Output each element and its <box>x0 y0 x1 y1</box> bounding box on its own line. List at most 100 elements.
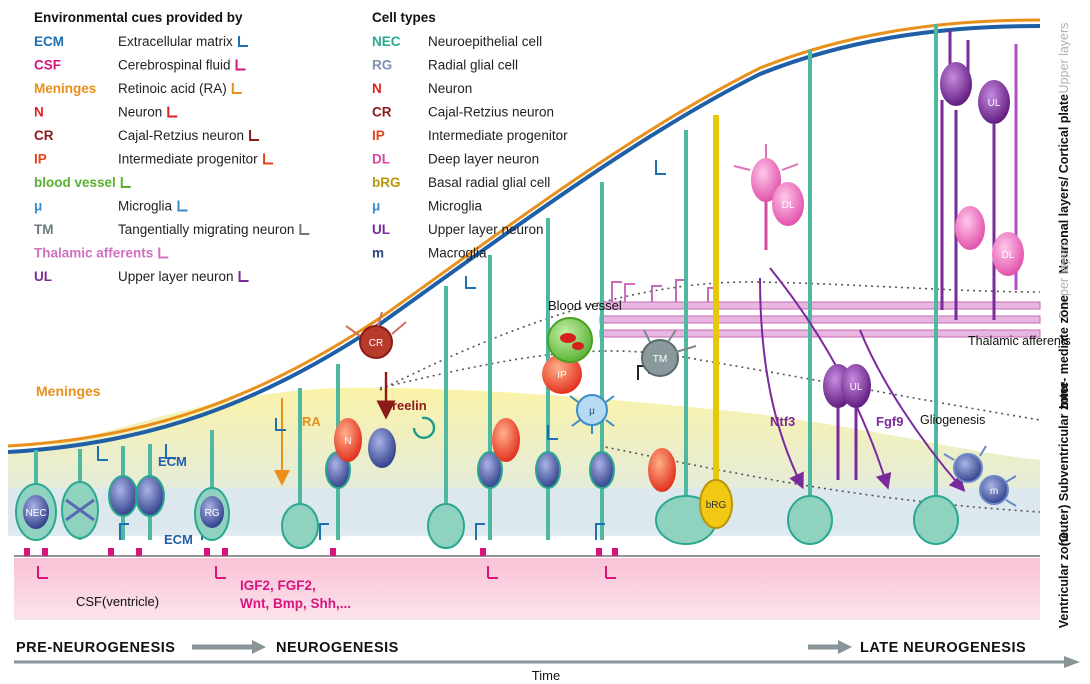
legend-cues-title: Environmental cues provided by <box>34 10 243 25</box>
ul-cell-top <box>978 80 1010 124</box>
gliogenesis-label: Gliogenesis <box>920 413 985 427</box>
cue-symbol-icon <box>249 130 260 141</box>
cue-label: Upper layer neuron <box>118 269 234 284</box>
cue-symbol-icon <box>238 36 249 47</box>
cell-label: Upper layer neuron <box>428 222 544 237</box>
vz-region <box>8 488 1040 536</box>
cell-label: Neuroepithelial cell <box>428 34 542 49</box>
cell-abbr: UL <box>372 222 390 237</box>
cue-label: Tangentially migrating neuron <box>118 222 294 237</box>
brg-cell <box>699 479 733 529</box>
ip-label: IP <box>557 370 567 381</box>
factors-line-2: Wnt, Bmp, Shh,... <box>240 596 351 611</box>
cue-symbol-icon <box>177 200 188 212</box>
cue-label: Intermediate progenitor <box>118 152 258 167</box>
ul-mid-label: UL <box>850 382 863 393</box>
dl-cell-2 <box>992 232 1024 276</box>
cell-label: Cajal-Retzius neuron <box>428 105 554 120</box>
mu-label: μ <box>589 406 595 417</box>
cell-label: Basal radial glial cell <box>428 175 550 190</box>
cue-symbol-icon <box>120 177 131 188</box>
m-label: m <box>990 486 998 497</box>
cue-abbr: blood vessel <box>34 175 116 190</box>
timeline-neuro: NEUROGENESIS <box>276 640 399 656</box>
cue-label: Retinoic acid (RA) <box>118 81 227 96</box>
cell-abbr: μ <box>372 199 380 214</box>
cell-abbr: NEC <box>372 34 401 49</box>
ecm-label-1: ECM <box>158 454 187 469</box>
cue-symbol-icon <box>167 106 178 118</box>
legend-cells-title: Cell types <box>372 10 436 25</box>
cue-abbr: Meninges <box>34 81 96 96</box>
cell-abbr: RG <box>372 58 392 73</box>
reelin-label: reelin <box>392 398 427 413</box>
zone-deeper: Deeper layers <box>1057 241 1071 319</box>
end-feet <box>24 548 618 556</box>
cr-cell <box>359 325 393 359</box>
cell-abbr: m <box>372 246 384 261</box>
rg-label: RG <box>205 508 220 519</box>
cells: NEC RG CR N IP <box>15 62 1024 549</box>
cue-symbol-icon <box>299 224 310 235</box>
cue-abbr: IP <box>34 152 47 167</box>
ip-cell <box>542 354 582 394</box>
cell-label: Deep layer neuron <box>428 152 539 167</box>
pial-surface <box>7 18 1041 454</box>
tissue-regions <box>8 22 1040 620</box>
cell-abbr: IP <box>372 128 385 143</box>
cue-abbr: TM <box>34 222 54 237</box>
ecm-line <box>7 24 1041 454</box>
cue-abbr: μ <box>34 199 42 214</box>
thalamic-label: Thalamic afferents <box>968 334 1071 348</box>
ul-top-label: UL <box>988 98 1001 109</box>
cell-label: Macroglia <box>428 246 487 261</box>
csf-label: CSF(ventricle) <box>76 594 159 609</box>
timeline: PRE-NEUROGENESIS NEUROGENESIS LATE NEURO… <box>14 640 1080 683</box>
zone-vz: Ventricular zone <box>1057 532 1071 629</box>
dl-cell-1 <box>772 182 804 226</box>
zone-svz: (Outer) Subventricular zone <box>1057 382 1071 547</box>
zone-intermediate: Inter- mediate zone <box>1057 295 1071 409</box>
cell-abbr: bRG <box>372 175 401 190</box>
diagram-labels: Meninges ECM ECM RA reelin Blood vessel … <box>36 298 1071 611</box>
brg-label: bRG <box>706 500 727 511</box>
cue-abbr: CSF <box>34 58 61 73</box>
cell-label: Neuron <box>428 81 472 96</box>
zone-upper: Upper layers <box>1057 23 1071 94</box>
cue-symbol-icon <box>235 59 246 71</box>
cue-abbr: ECM <box>34 34 64 49</box>
timeline-pre: PRE-NEUROGENESIS <box>16 640 175 656</box>
cell-abbr: N <box>372 81 382 96</box>
cue-symbol-icon <box>238 271 249 282</box>
zone-neuronal: Neuronal layers/ Cortical plate <box>1057 94 1071 274</box>
cue-abbr: N <box>34 105 44 120</box>
cue-symbol-icon <box>263 153 274 165</box>
tm-cell <box>641 339 679 377</box>
zone-labels: Upper layers Neuronal layers/ Cortical p… <box>1057 23 1071 629</box>
factors-line-1: IGF2, FGF2, <box>240 578 316 593</box>
cell-label: Microglia <box>428 199 483 214</box>
cue-label: Cajal-Retzius neuron <box>118 128 244 143</box>
cell-label: Radial glial cell <box>428 58 518 73</box>
ra-label: RA <box>302 414 321 429</box>
fgf9-label: Fgf9 <box>876 414 903 429</box>
cue-label: Neuron <box>118 105 162 120</box>
ecm-label-2: ECM <box>164 532 193 547</box>
cr-label: CR <box>369 338 383 349</box>
zone-boundaries <box>379 281 1041 513</box>
ntf3-label: Ntf3 <box>770 414 795 429</box>
cell-abbr: DL <box>372 152 390 167</box>
cue-abbr: UL <box>34 269 52 284</box>
cue-symbol-icon <box>231 83 242 94</box>
n-cell <box>334 418 362 462</box>
tm-label: TM <box>653 354 667 365</box>
meninges-line <box>7 18 1041 448</box>
cue-label: Cerebrospinal fluid <box>118 58 231 73</box>
cue-abbr: CR <box>34 128 54 143</box>
n-label: N <box>344 436 351 447</box>
cue-label: Microglia <box>118 199 173 214</box>
